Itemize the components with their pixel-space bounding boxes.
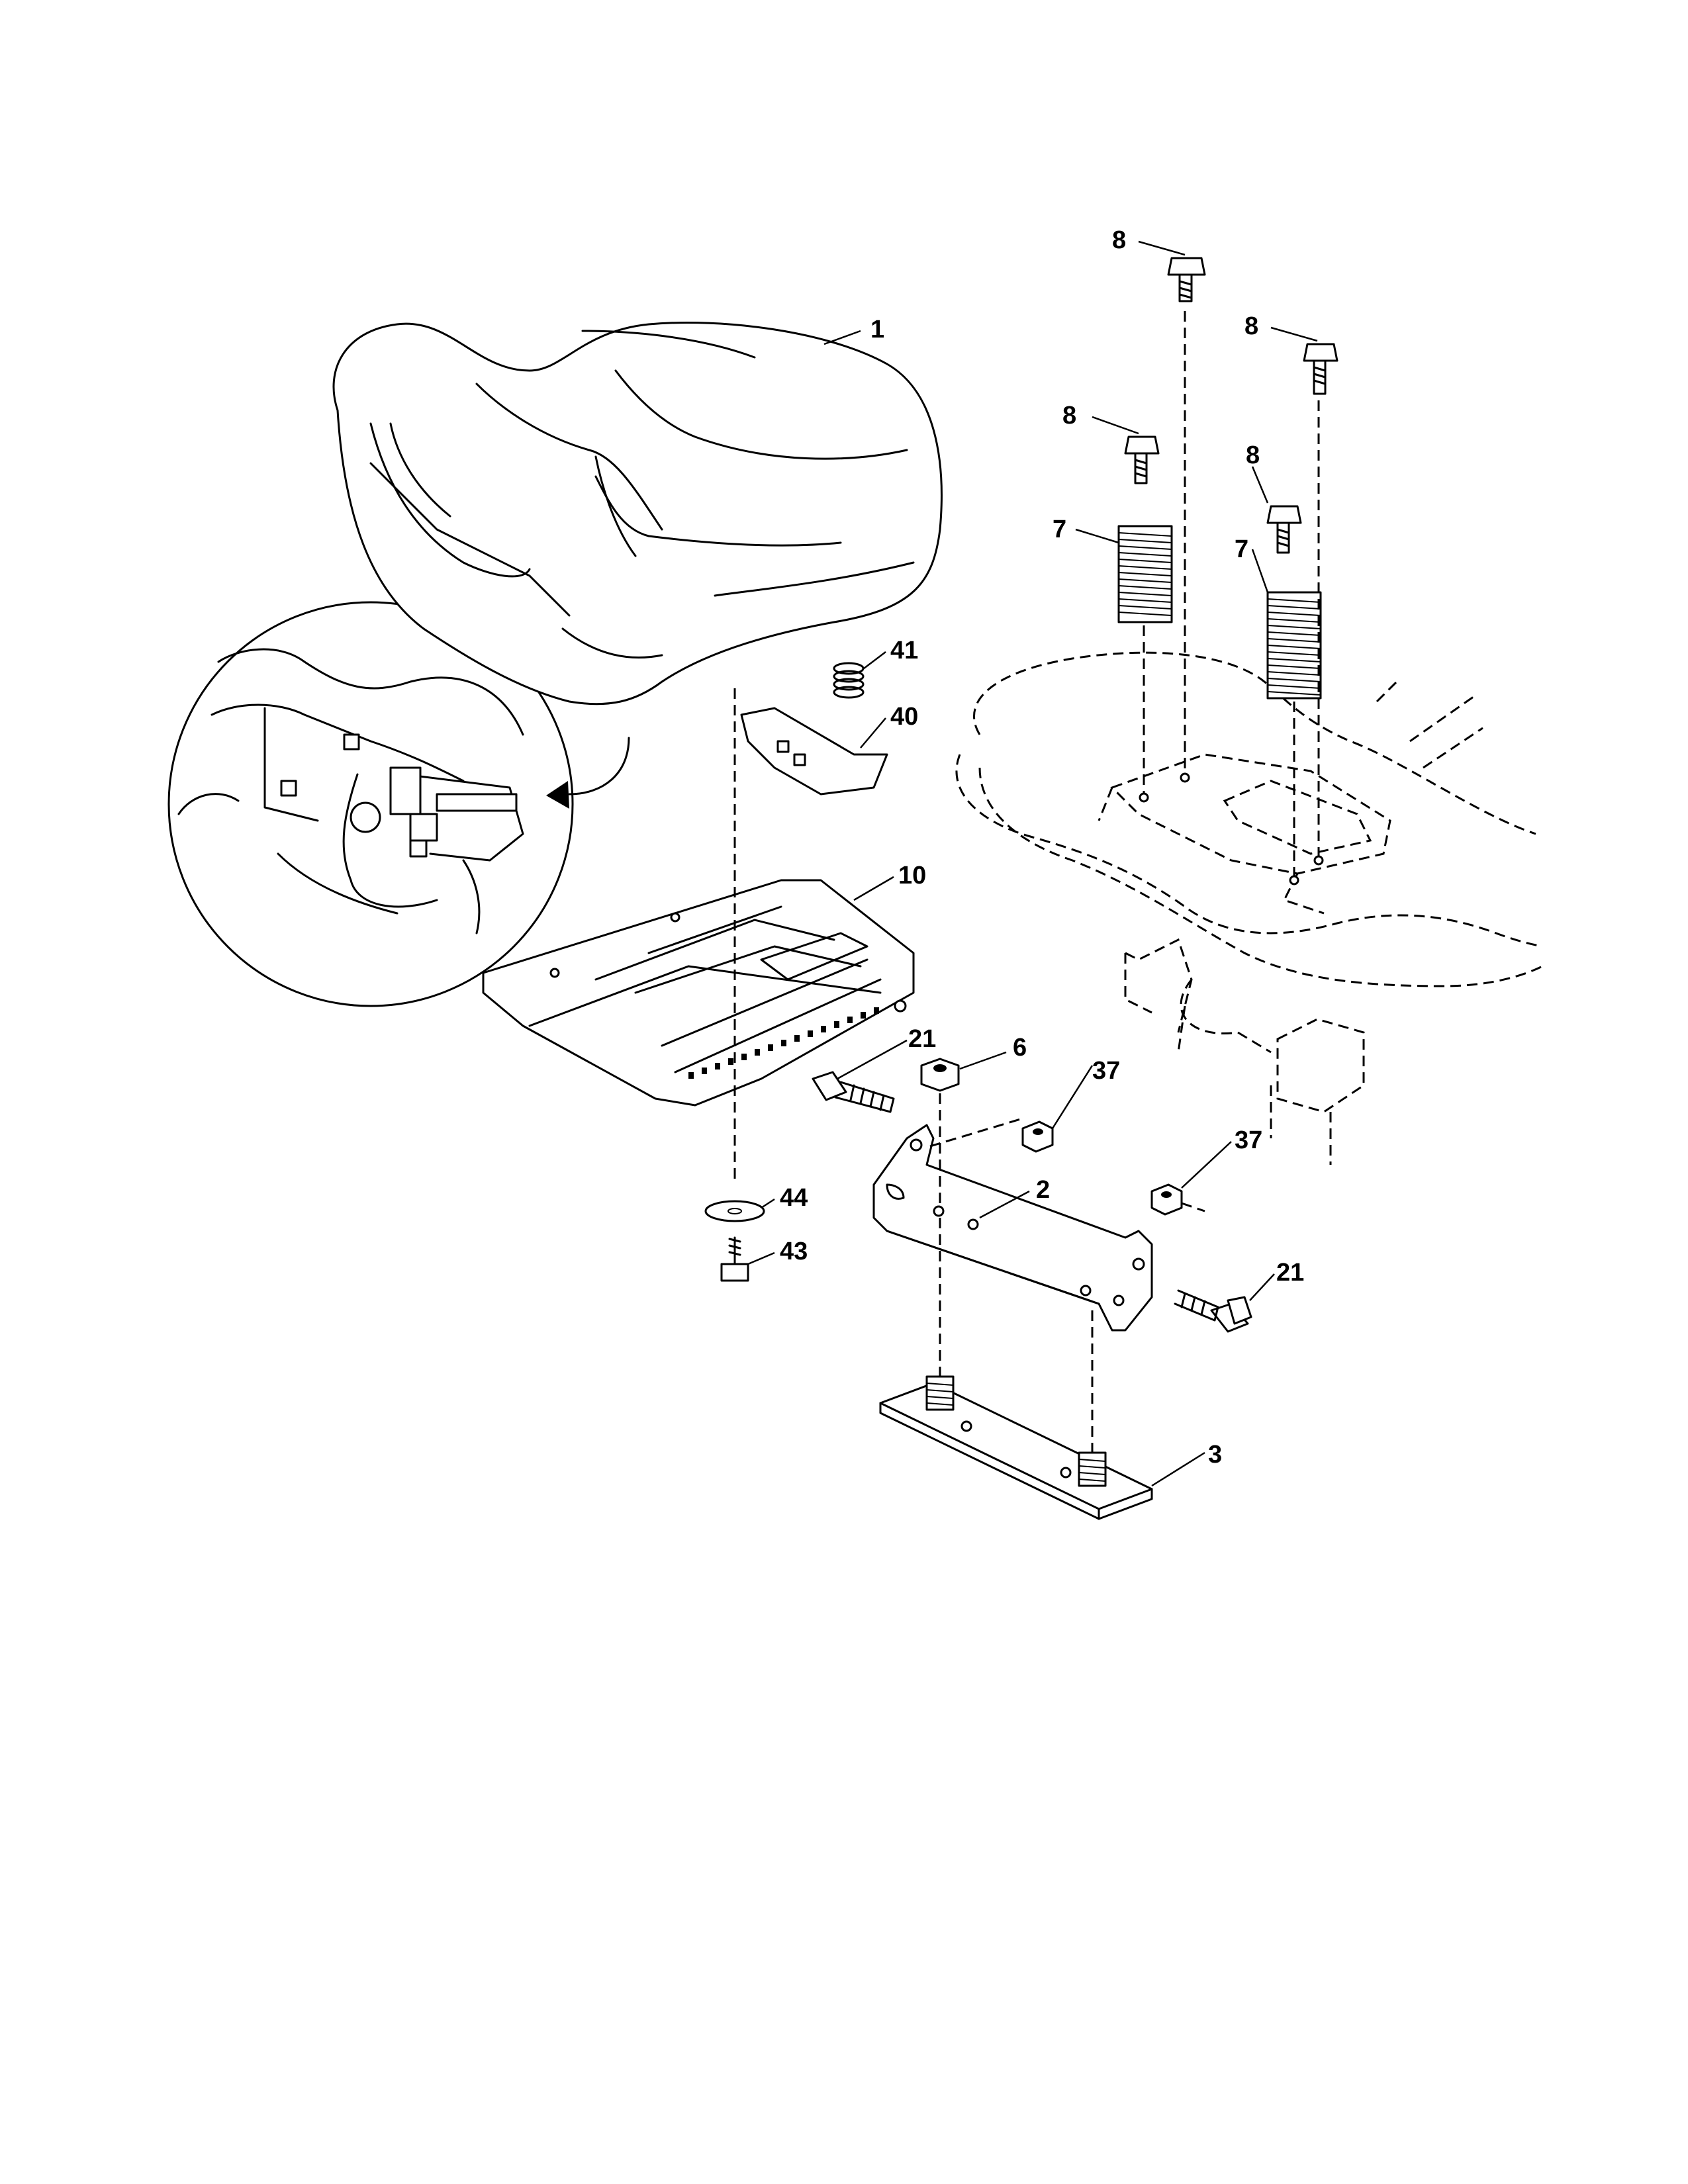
callout-40: 40 [890,703,918,731]
callout-10: 10 [898,862,926,889]
shoulder-bolt-21-b [1174,1289,1252,1333]
locknut-6 [920,1058,960,1092]
callout-3: 3 [1208,1441,1222,1469]
seat-assembly [332,322,943,705]
bracket-guide-lines [929,1093,1205,1463]
base-plate [879,1375,1153,1520]
bolt-8-c [1124,435,1160,484]
pivot-bracket [872,1124,1153,1332]
spring-7-a [1117,525,1173,623]
leader-lines [747,240,1318,1487]
latch-bracket [740,707,888,796]
latch-detail-magnifier [167,601,630,1007]
callout-43: 43 [780,1238,808,1265]
bolt-8-b [1303,343,1338,395]
callout-1: 1 [870,316,884,343]
callout-21-right: 21 [1276,1259,1304,1287]
seat-pan [482,879,915,1107]
seat-washer [704,1200,765,1222]
nut-37-a [1021,1120,1054,1153]
callout-44: 44 [780,1184,808,1212]
tractor-frame-outline [955,651,1543,1165]
callout-8-left: 8 [1062,402,1076,430]
callout-8-mid: 8 [1246,441,1260,469]
latch-spring [833,662,865,699]
callout-8-top: 8 [1112,226,1126,254]
callout-8-right: 8 [1244,312,1258,340]
callout-2: 2 [1036,1176,1050,1204]
callout-6: 6 [1013,1034,1027,1062]
callout-41: 41 [890,637,918,664]
callout-21-left: 21 [908,1025,936,1053]
callout-7-right: 7 [1235,535,1248,563]
bolt-guide-lines [1139,311,1324,886]
bolt-8-a [1167,257,1206,302]
callout-labels: 1 8 8 8 8 7 7 41 40 10 21 6 37 37 2 44 4… [780,226,1304,1469]
seat-pan-adjustment-slots [688,1007,879,1079]
callout-37-top: 37 [1092,1057,1120,1085]
callout-37-bottom: 37 [1235,1126,1262,1154]
bolt-8-d [1266,505,1302,554]
callout-7-left: 7 [1053,516,1066,543]
nut-37-b [1150,1183,1183,1216]
shoulder-bolt-21-a [812,1071,895,1113]
seat-bolt [720,1236,749,1282]
spring-7-b [1266,591,1322,700]
